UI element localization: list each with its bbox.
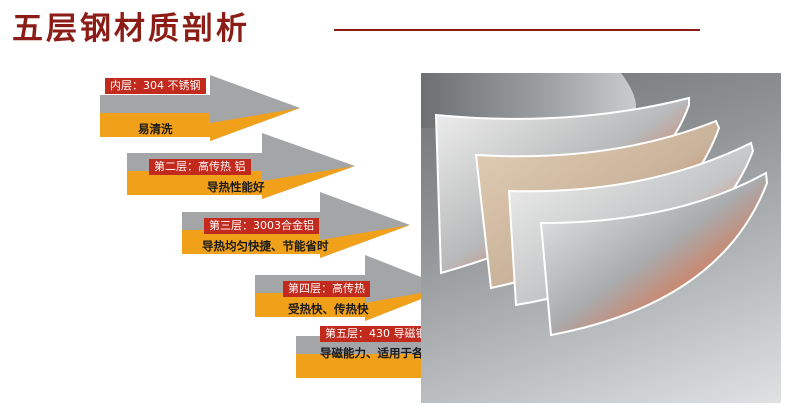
arrow-right-icon xyxy=(100,75,300,141)
layer-label: 第二层：高传热 铝 xyxy=(149,159,251,175)
material-layers-photo xyxy=(421,73,781,403)
layer-label: 第五层：430 导磁钢 xyxy=(320,326,432,342)
layer-label: 第四层：高传热 xyxy=(283,281,370,297)
layer-4: 第四层：高传热 受热快、传热快 xyxy=(255,255,455,321)
layer-label: 内层：304 不锈钢 xyxy=(105,78,206,94)
layer-description: 导热性能好 xyxy=(207,180,265,194)
page-title: 五层钢材质剖析 xyxy=(12,11,250,47)
layer-description: 导热均匀快捷、节能省时 xyxy=(202,239,329,253)
layer-1: 内层：304 不锈钢 易清洗 xyxy=(100,75,305,141)
layer-2: 第二层：高传热 铝 导热性能好 xyxy=(127,133,362,199)
layer-description: 受热快、传热快 xyxy=(288,302,369,316)
title-rule xyxy=(334,29,700,31)
layer-description: 易清洗 xyxy=(138,122,173,136)
layer-label: 第三层：3003合金铝 xyxy=(204,218,319,234)
layer-3: 第三层：3003合金铝 导热均匀快捷、节能省时 xyxy=(182,192,417,258)
